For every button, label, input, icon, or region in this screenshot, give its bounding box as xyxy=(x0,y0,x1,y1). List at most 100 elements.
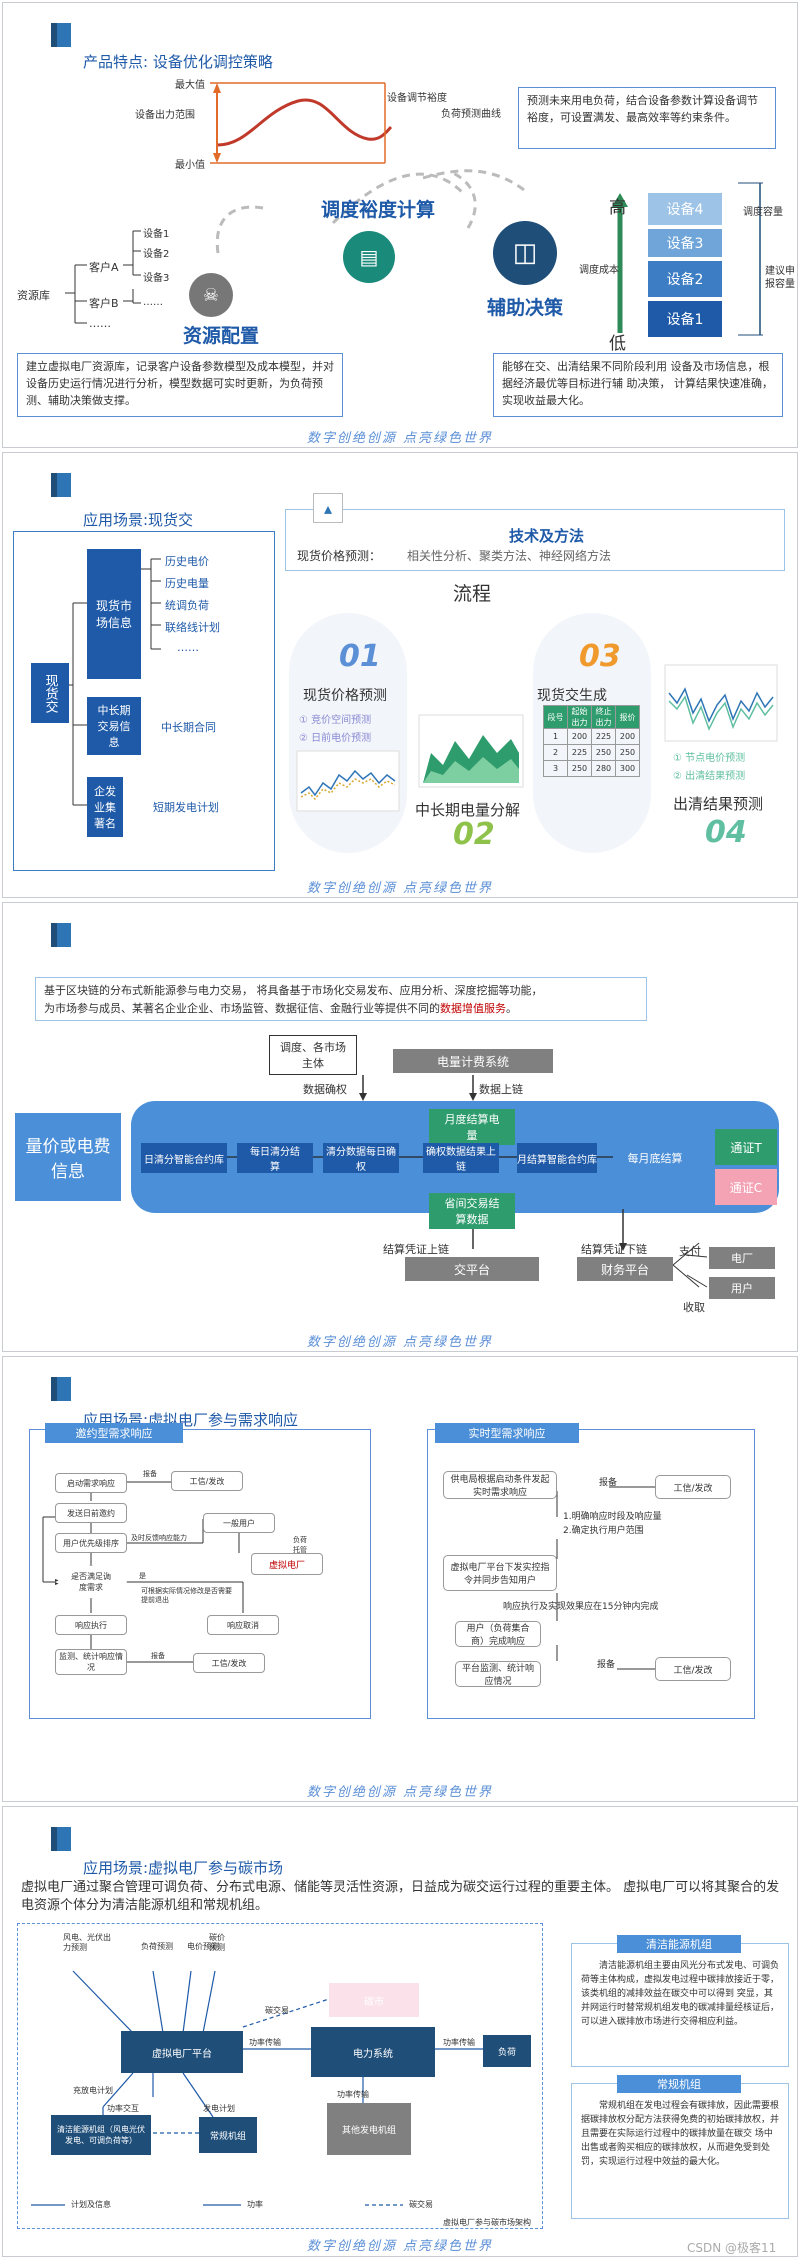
slide-heading: 应用场景:现货交 xyxy=(83,511,194,529)
carbon-market-box: 碳市 xyxy=(329,1983,419,2017)
predict-text: 预测未来用电负荷，结合设备参数计算设备调节裕度，可设置满发、最高效率等约束条件。 xyxy=(527,94,758,124)
footer-slogan: 数字创绝创源 点亮绿色世界 xyxy=(306,2239,494,2254)
flow-label: 功率交互 xyxy=(107,2104,139,2113)
flow-node: 发送日前邀约 xyxy=(55,1503,127,1523)
high-label: 高 xyxy=(609,198,626,218)
gift-icon: ◫ xyxy=(493,221,557,285)
flow-step: 确权数据结果上链 xyxy=(423,1143,499,1173)
flow-label: 功率传输 xyxy=(443,2038,475,2047)
flow-label: 负荷托管 xyxy=(293,1536,307,1554)
left-frame xyxy=(13,531,275,871)
watermark: CSDN @极客11 xyxy=(687,2241,777,2255)
capacity-label: 调度容量 xyxy=(743,207,783,218)
td: 200 xyxy=(615,728,640,745)
flow-label: 报备 xyxy=(143,1470,157,1478)
calc-icon: ▤ xyxy=(343,231,395,283)
response-flow-lines xyxy=(42,1481,655,1670)
cert-up-label: 结算凭证上链 xyxy=(383,1243,449,1256)
flow-node: 一般用户 xyxy=(203,1513,275,1533)
vpp-platform-box: 虚拟电厂平台 xyxy=(121,2031,243,2073)
flow-node: 工信/发改 xyxy=(193,1653,265,1673)
cert-down-label: 结算凭证下链 xyxy=(581,1243,647,1256)
device-4: 设备4 xyxy=(648,193,722,225)
intro-line: 为市场参与成员、某著名企业企业、市场监管、数据征信、金融行业等提供不同的数据增值… xyxy=(44,1000,638,1018)
right-panel xyxy=(427,1429,755,1719)
flow-label: 是 xyxy=(139,1572,146,1580)
slide-carbon-market: 应用场景:虚拟电厂参与碳市场 虚拟电厂通过聚合管理可调负荷、分布式电源、储能等灵… xyxy=(2,1806,798,2257)
flow-step: 清分数据每日确权 xyxy=(323,1143,399,1173)
table-row: 3 250 280 300 xyxy=(543,760,640,777)
footer-slogan: 数字创绝创源 点亮绿色世界 xyxy=(306,431,494,446)
td: 200 xyxy=(567,728,592,745)
intro-text: 虚拟电厂通过聚合管理可调负荷、分布式电源、储能等灵活性资源，日益成为碳交运行过程… xyxy=(21,1880,780,1913)
intro-line: 基于区块链的分布式新能源参与电力交易， 将具备基于市场化交易发布、应用分析、深度… xyxy=(44,984,543,997)
receive-label: 收取 xyxy=(683,1301,705,1314)
flow-label: 报备 xyxy=(151,1652,165,1660)
intro-highlight: 数据增值服务 xyxy=(440,1002,506,1015)
th: 报价 xyxy=(615,705,640,729)
right-text: 能够在交、出清结果不同阶段利用 设备及市场信息，根据经济最优等目标进行辅 助决策… xyxy=(502,360,773,407)
normal-panel-title: 常规机组 xyxy=(617,2075,741,2093)
flow-node: 用户（负荷集合商）完成响应 xyxy=(455,1621,541,1647)
item: 历史电价 xyxy=(165,555,209,568)
flow-label: 报备 xyxy=(597,1660,616,1670)
tree-lines xyxy=(69,558,161,806)
step-title: 现货价格预测 xyxy=(303,688,387,704)
flow-title: 流程 xyxy=(453,583,492,605)
flow-label: 2.确定执行用户范围 xyxy=(563,1526,644,1536)
left-text: 建立虚拟电厂资源库，记录客户设备参数模型及成本模型，并对设备历史运行情况进行分析… xyxy=(26,360,334,407)
step-number: 02 xyxy=(453,817,495,852)
dev-2: 设备2 xyxy=(143,249,170,260)
flow-label: 响应执行及实现效果应在15分钟内完成 xyxy=(503,1602,659,1612)
item: 中长期合同 xyxy=(161,721,216,734)
res-title: 资源配置 xyxy=(183,325,260,347)
step-card xyxy=(289,613,407,853)
user-box: 用户 xyxy=(709,1277,775,1299)
step-title: 现货交生成 xyxy=(537,688,607,704)
source-label: 风电、光伏出力预测 xyxy=(63,1933,111,1952)
step-number: 04 xyxy=(705,815,747,850)
low-label: 低 xyxy=(609,334,626,354)
step-item: ② 日前电价预测 xyxy=(299,733,372,744)
footer-slogan: 数字创绝创源 点亮绿色世界 xyxy=(306,1335,494,1350)
item: 短期发电计划 xyxy=(153,801,219,814)
flow-node: 启动需求响应 xyxy=(55,1473,127,1493)
flow-label: 报备 xyxy=(599,1478,618,1488)
flow-node: 平台监测、统计响应情况 xyxy=(455,1661,541,1687)
footer-slogan: 数字创绝创源 点亮绿色世界 xyxy=(306,1785,494,1800)
token-t: 通证T xyxy=(715,1129,777,1165)
flow-label: 发电计划 xyxy=(203,2104,235,2113)
source-label: 碳价预测 xyxy=(209,1933,225,1952)
left-panel xyxy=(29,1429,371,1719)
flow-node: 响应取消 xyxy=(207,1615,279,1635)
tech-icon: ▴ xyxy=(313,493,343,523)
pay-label: 支付 xyxy=(679,1245,701,1258)
chain-graphics xyxy=(131,1075,779,1288)
flow-step: 每日清分结算 xyxy=(237,1143,313,1173)
predict-textbox: 预测未来用电负荷，结合设备参数计算设备调节裕度，可设置满发、最高效率等约束条件。 xyxy=(518,87,776,149)
root-node: 现货交 xyxy=(31,663,69,723)
flow-node: 监测、统计响应情况 xyxy=(55,1649,127,1675)
right-panel-title: 实时型需求响应 xyxy=(435,1423,579,1443)
flow-label: 1.明确响应时段及响应量 xyxy=(563,1512,662,1522)
right-textbox: 能够在交、出清结果不同阶段利用 设备及市场信息，根据经济最优等目标进行辅 助决策… xyxy=(493,353,783,417)
td: 1 xyxy=(543,728,568,745)
dev-1: 设备1 xyxy=(143,229,170,240)
flow-label: 功率传输 xyxy=(249,2038,281,2047)
vpp-node: 虚拟电厂 xyxy=(251,1553,323,1575)
item: 历史电量 xyxy=(165,577,209,590)
table-row: 2 225 250 250 xyxy=(543,744,640,761)
left-big-box: 量价或电费信息 xyxy=(15,1113,121,1201)
slide-device-strategy: 产品特点: 设备优化调控策略 xyxy=(2,2,798,448)
aux-title: 辅助决策 xyxy=(487,297,564,319)
flow-node: 供电局根据启动条件发起实时需求响应 xyxy=(443,1471,557,1499)
branch-midlong: 中长期交易信息 xyxy=(87,697,141,755)
intro-text: 。 xyxy=(506,1002,517,1015)
slide-demand-response: 应用场景:虚拟电厂参与需求响应 邀约型需求响应 实时型需求响应 xyxy=(2,1356,798,1802)
side-node: 工信/发改 xyxy=(655,1657,731,1681)
token-c: 通证C xyxy=(715,1169,777,1205)
td: 3 xyxy=(543,760,568,777)
slide-accent xyxy=(51,473,71,497)
device-1: 设备1 xyxy=(648,301,722,337)
source-label: 负荷预测 xyxy=(141,1942,173,1951)
